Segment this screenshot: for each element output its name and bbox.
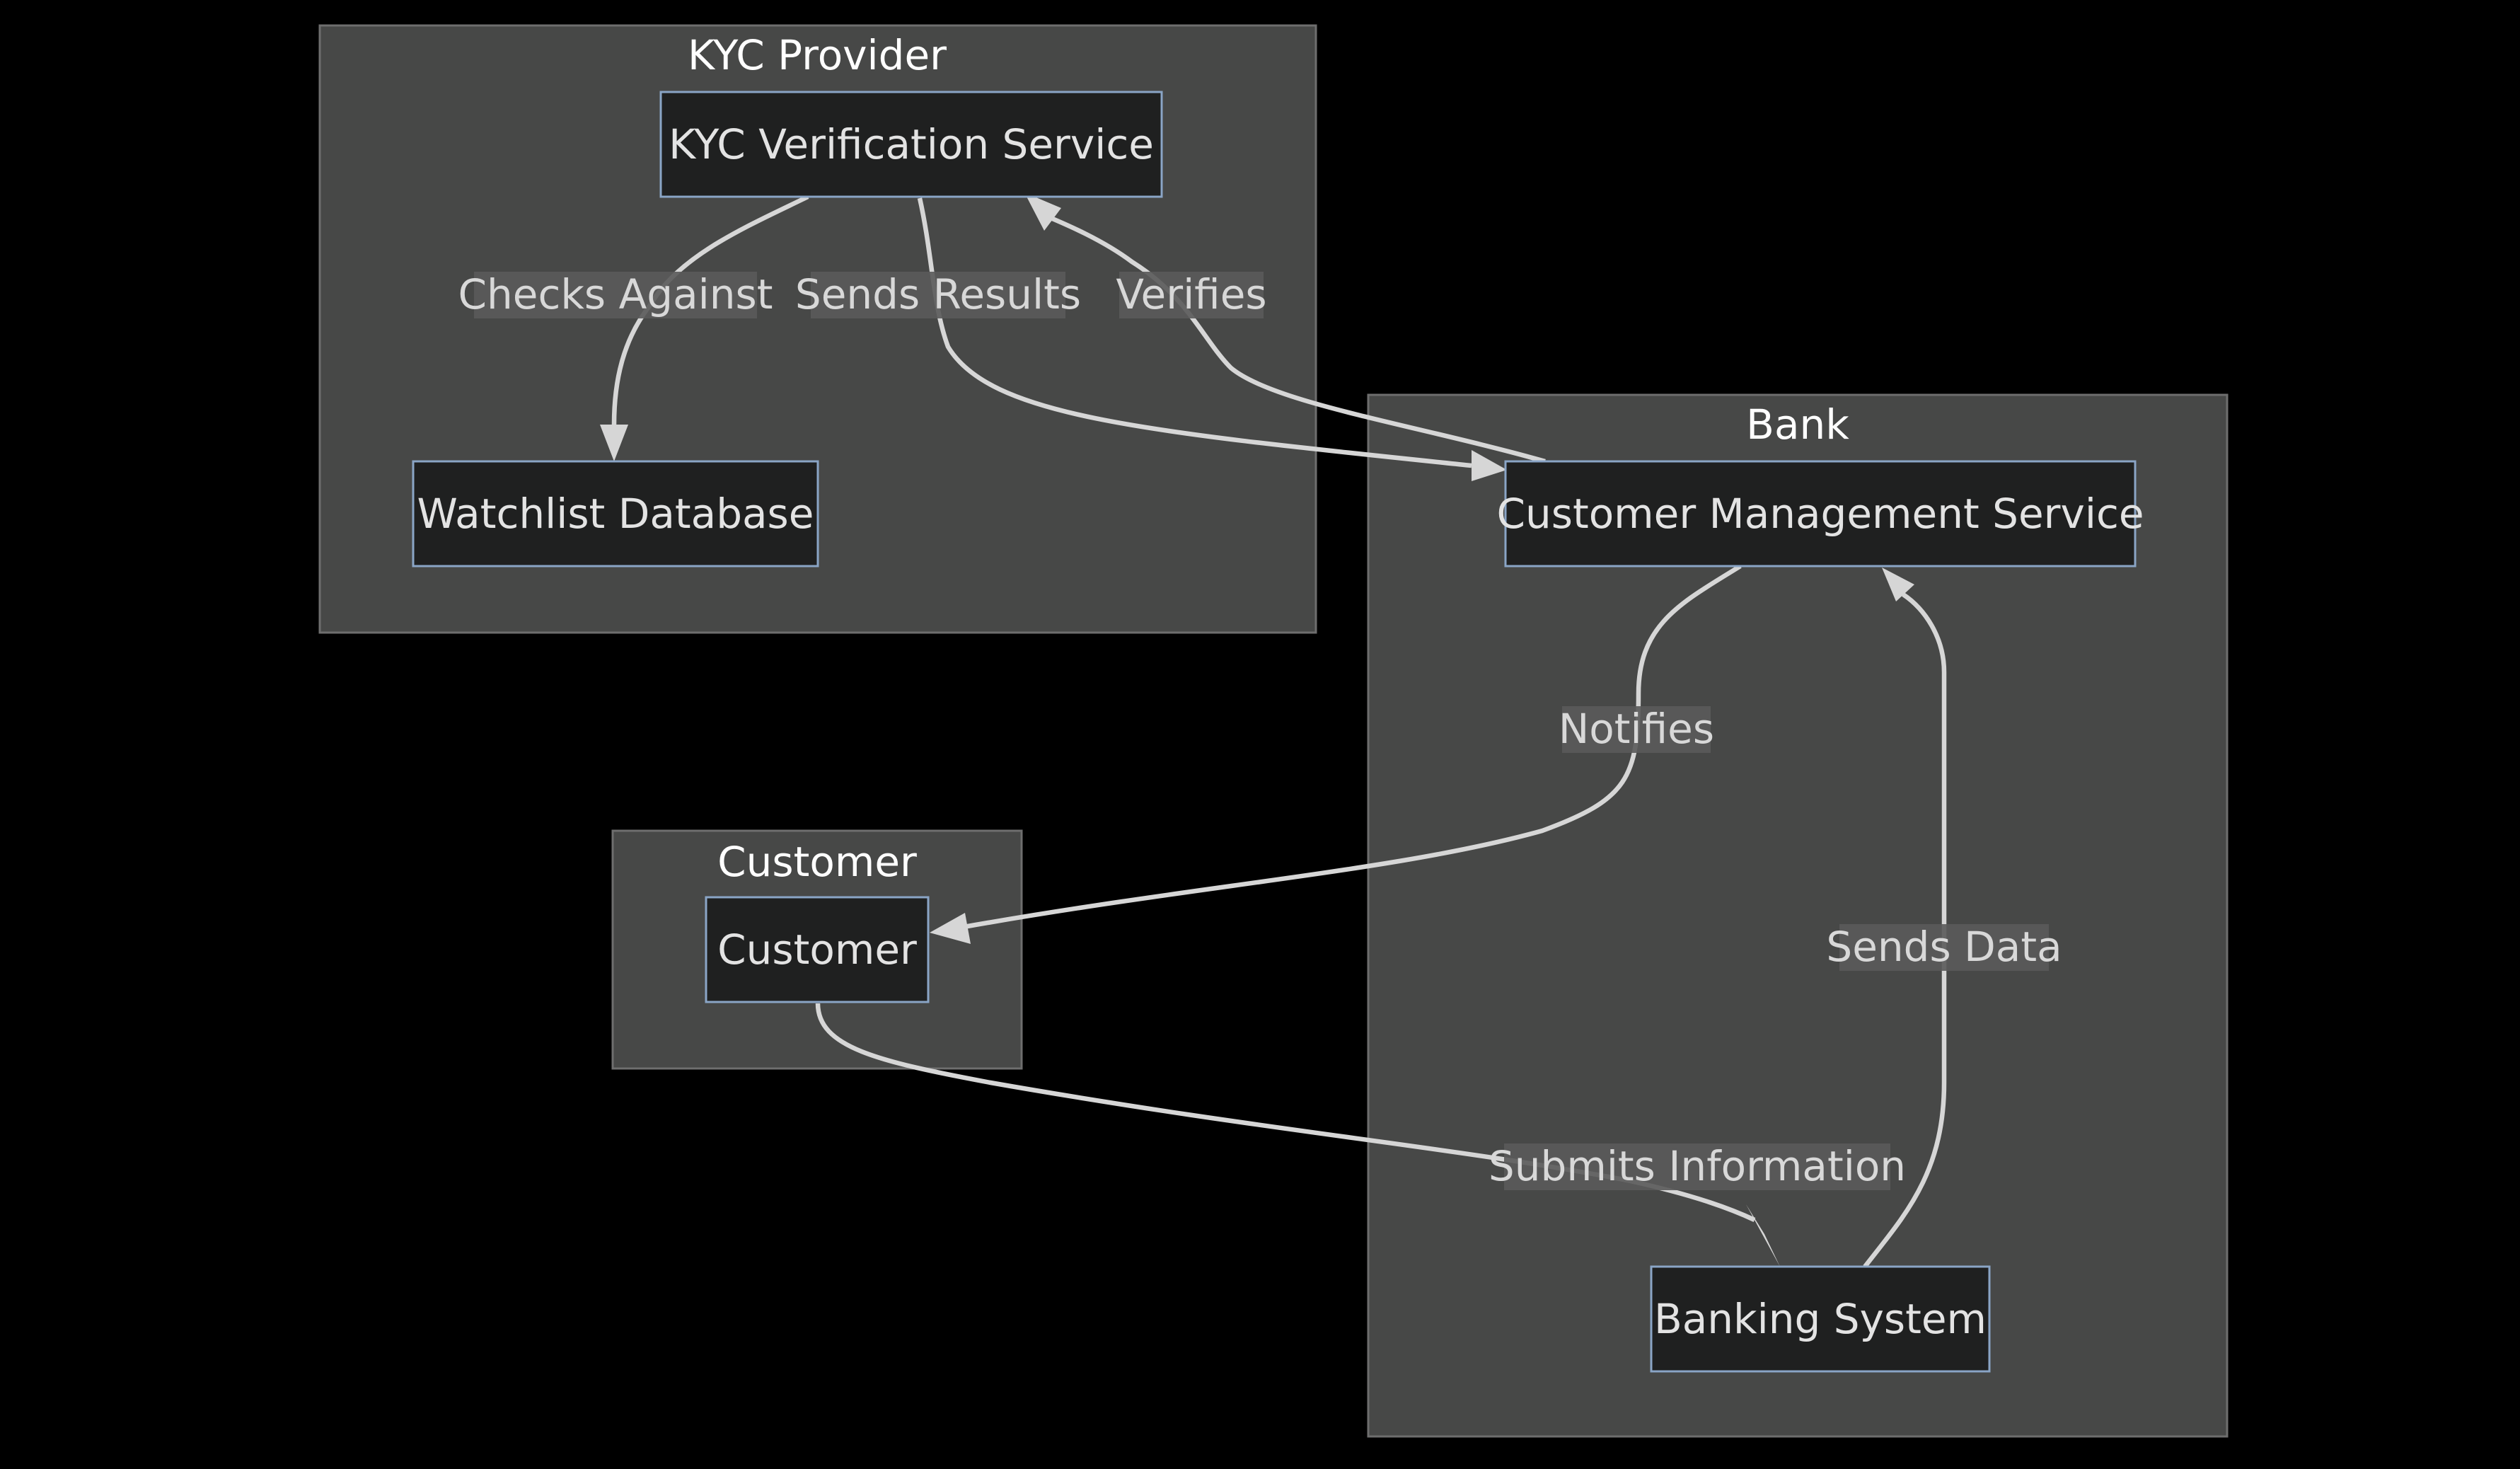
node-label-kyc-verification-service: KYC Verification Service (669, 120, 1154, 168)
node-label-watchlist-database: Watchlist Database (417, 490, 814, 538)
edge-label-checks-against: Checks Against (458, 270, 773, 318)
cluster-bank: Bank (1367, 393, 2229, 1438)
edge-submits-information (815, 1003, 1756, 1222)
edge-verifies (1036, 209, 1546, 464)
cluster-title-customer: Customer (717, 838, 917, 886)
svg-text:Submits Information: Submits Information (1489, 1142, 1906, 1190)
edges (600, 192, 1947, 1268)
arrowhead-sends-data (1882, 568, 1914, 601)
node-watchlist-database[interactable]: Watchlist Database (412, 460, 819, 568)
node-customer-management-service[interactable]: Customer Management Service (1496, 460, 2144, 568)
arrowhead-sends-results (1472, 450, 1507, 481)
edge-notifies (963, 564, 1742, 930)
svg-text:Notifies: Notifies (1559, 705, 1714, 753)
arrowhead-notifies (930, 913, 971, 944)
node-label-customer-management-service: Customer Management Service (1496, 490, 2144, 538)
edge-labels: Checks Against Sends Results Verifies No… (458, 270, 2062, 1190)
edge-label-notifies: Notifies (1559, 705, 1714, 753)
node-customer[interactable]: Customer (705, 896, 930, 1003)
edge-label-sends-data: Sends Data (1826, 923, 2062, 971)
arrowhead-checks-against (600, 425, 628, 461)
node-kyc-verification-service[interactable]: KYC Verification Service (659, 91, 1163, 198)
svg-text:Checks Against: Checks Against (458, 270, 773, 318)
edge-label-submits-information: Submits Information (1489, 1142, 1906, 1190)
edge-label-sends-results: Sends Results (795, 270, 1081, 318)
svg-text:Sends Results: Sends Results (795, 270, 1081, 318)
cluster-title-bank: Bank (1746, 401, 1849, 449)
svg-text:Sends Data: Sends Data (1826, 923, 2062, 971)
node-label-banking-system: Banking System (1654, 1295, 1987, 1343)
cluster-title-kyc-provider: KYC Provider (688, 31, 947, 79)
arrowhead-submits-information (1746, 1204, 1780, 1267)
node-banking-system[interactable]: Banking System (1650, 1265, 1991, 1373)
node-label-customer: Customer (717, 926, 917, 974)
edge-label-verifies: Verifies (1116, 270, 1267, 318)
svg-text:Verifies: Verifies (1116, 270, 1266, 318)
arrowhead-verifies (1024, 192, 1061, 231)
edge-sends-data (1863, 592, 1947, 1268)
